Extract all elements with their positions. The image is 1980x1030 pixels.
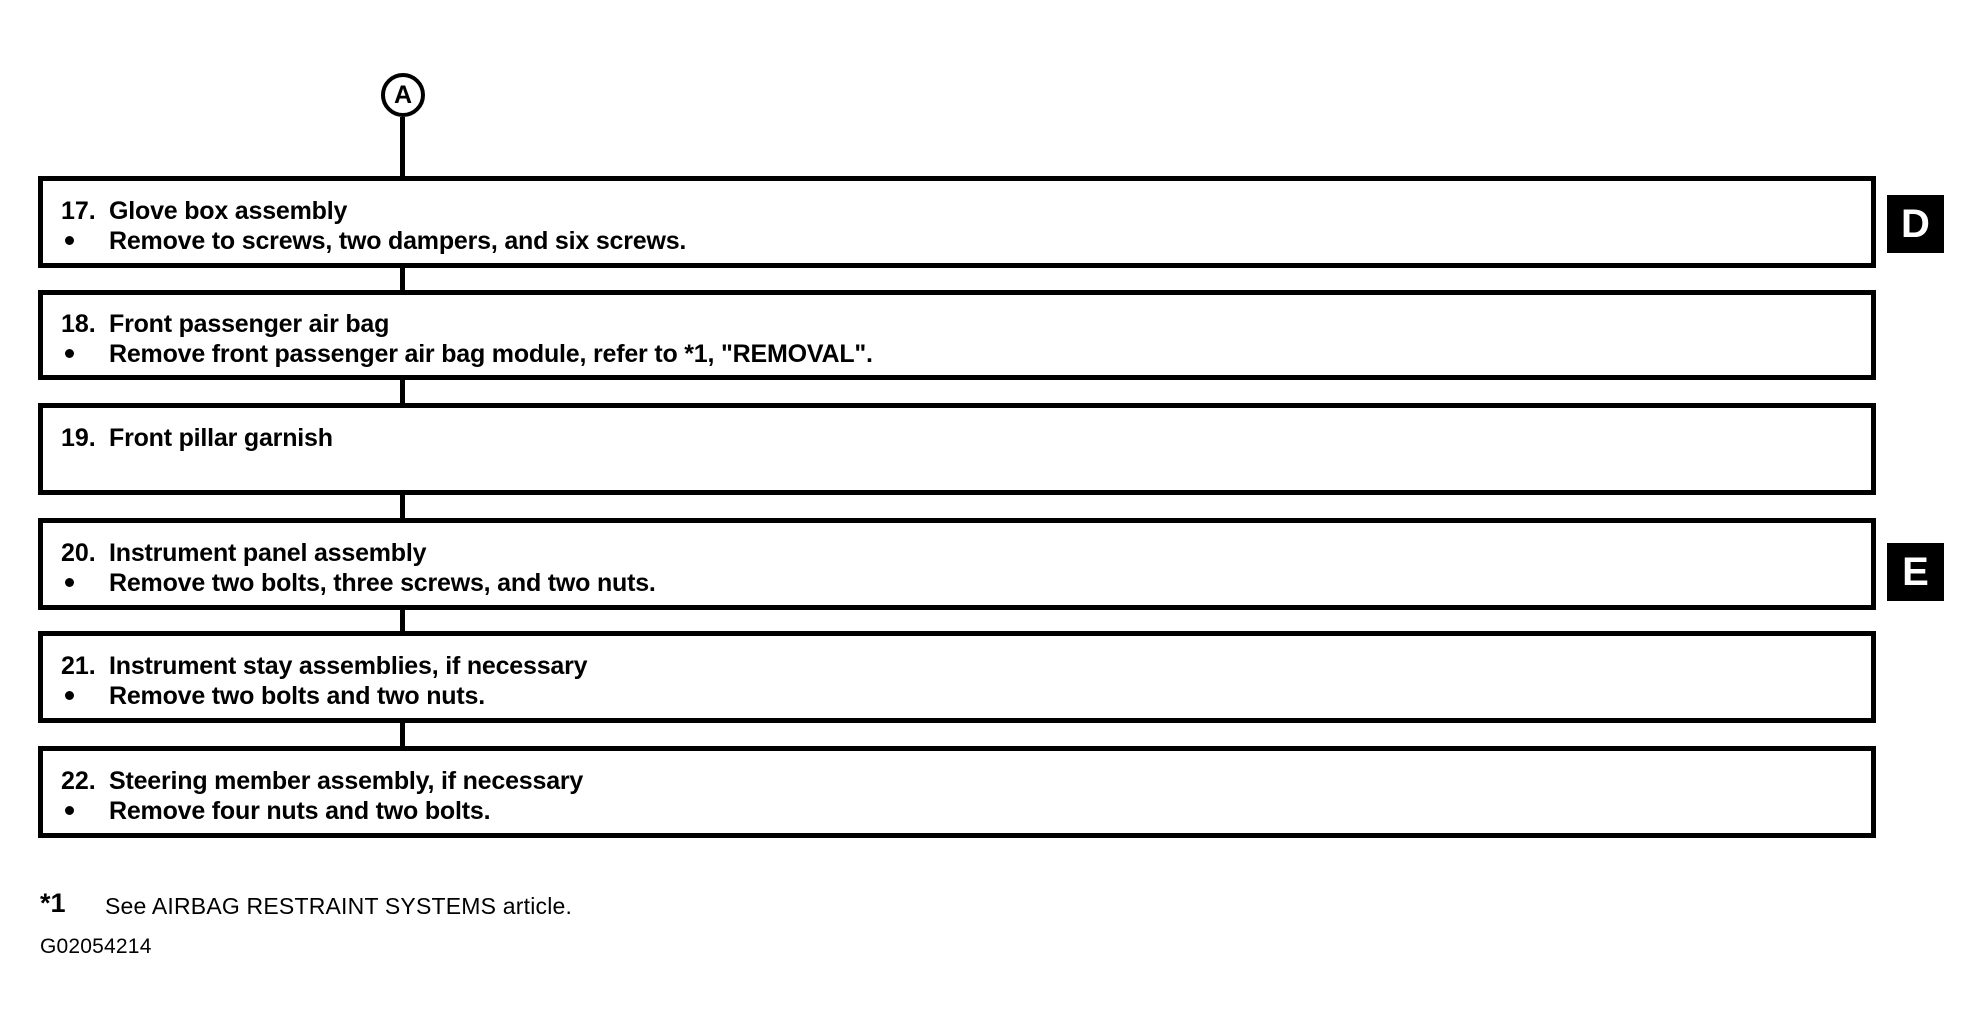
step-box-22: 22. Steering member assembly, if necessa… xyxy=(38,746,1876,838)
step-number-17: 17. xyxy=(61,197,96,225)
step-number-22: 22. xyxy=(61,767,96,795)
connector-step-20-to-21 xyxy=(400,610,405,633)
connector-a-to-step-17 xyxy=(400,117,405,179)
bullet-dot-18-1 xyxy=(65,349,74,358)
connector-step-18-to-19 xyxy=(400,380,405,405)
step-bullet-18-1: Remove front passenger air bag module, r… xyxy=(109,340,873,368)
footnote-marker: *1 xyxy=(40,888,66,918)
step-box-20: 20. Instrument panel assembly Remove two… xyxy=(38,518,1876,610)
step-bullet-17-1: Remove to screws, two dampers, and six s… xyxy=(109,227,687,255)
step-number-21: 21. xyxy=(61,652,96,680)
reference-marker-e-label: E xyxy=(1902,550,1929,594)
step-name-17: Glove box assembly xyxy=(109,197,348,225)
step-number-19: 19. xyxy=(61,424,96,452)
footnote-row: *1 See AIRBAG RESTRAINT SYSTEMS article. xyxy=(0,880,1980,920)
step-bullet-20-1: Remove two bolts, three screws, and two … xyxy=(109,569,656,597)
step-box-18: 18. Front passenger air bag Remove front… xyxy=(38,290,1876,380)
step-number-20: 20. xyxy=(61,539,96,567)
reference-marker-e: E xyxy=(1887,543,1944,601)
connector-step-17-to-18 xyxy=(400,268,405,290)
step-name-22: Steering member assembly, if necessary xyxy=(109,767,584,795)
step-name-18: Front passenger air bag xyxy=(109,310,390,338)
entry-node-a: A xyxy=(381,73,425,117)
footnote-text: See AIRBAG RESTRAINT SYSTEMS article. xyxy=(105,893,573,919)
connector-step-21-to-22 xyxy=(400,723,405,748)
step-number-18: 18. xyxy=(61,310,96,338)
bullet-dot-22-1 xyxy=(65,806,74,815)
step-name-20: Instrument panel assembly xyxy=(109,539,427,567)
step-box-17: 17. Glove box assembly Remove to screws,… xyxy=(38,176,1876,268)
bullet-dot-17-1 xyxy=(65,236,74,245)
reference-marker-d: D xyxy=(1887,195,1944,253)
entry-node-label: A xyxy=(393,80,413,109)
step-name-21: Instrument stay assemblies, if necessary xyxy=(109,652,588,680)
figure-id: G02054214 xyxy=(40,935,152,958)
step-box-21: 21. Instrument stay assemblies, if neces… xyxy=(38,631,1876,723)
step-bullet-22-1: Remove four nuts and two bolts. xyxy=(109,797,491,825)
reference-marker-d-label: D xyxy=(1901,202,1930,246)
step-box-19: 19. Front pillar garnish xyxy=(38,403,1876,495)
step-name-19: Front pillar garnish xyxy=(109,424,333,452)
bullet-dot-21-1 xyxy=(65,691,74,700)
bullet-dot-20-1 xyxy=(65,578,74,587)
connector-step-19-to-20 xyxy=(400,495,405,520)
step-bullet-21-1: Remove two bolts and two nuts. xyxy=(109,682,485,710)
